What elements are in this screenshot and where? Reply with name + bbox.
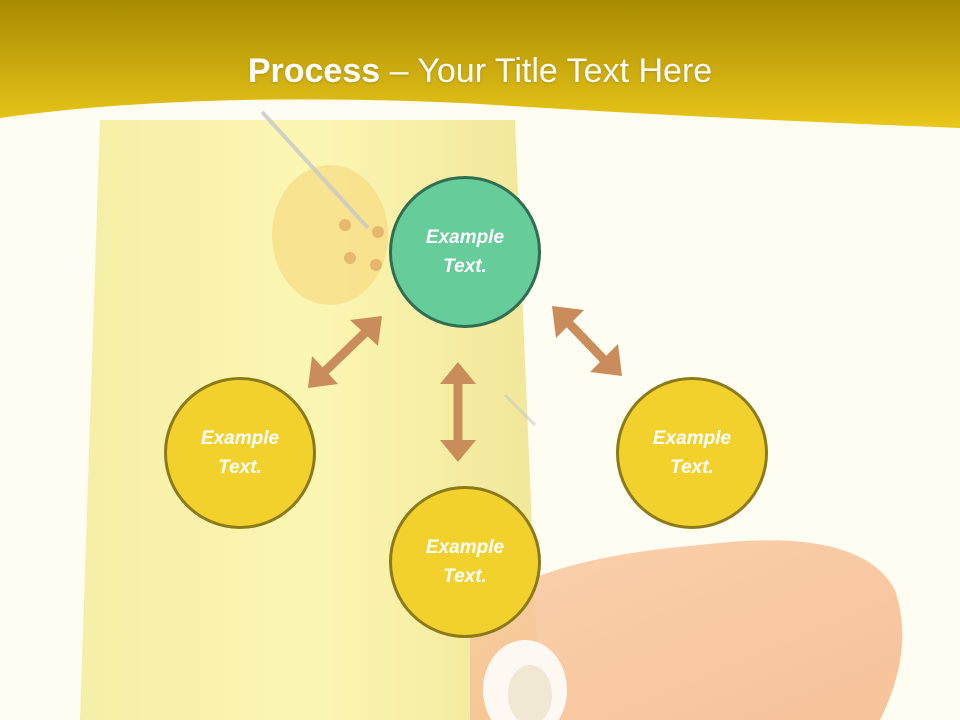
process-node-top: Example Text. bbox=[389, 176, 541, 328]
process-node-bottom: Example Text. bbox=[389, 486, 541, 638]
process-node-right: Example Text. bbox=[616, 377, 768, 529]
connector-top-left bbox=[308, 316, 382, 388]
connector-top-bottom bbox=[440, 362, 476, 462]
process-node-left: Example Text. bbox=[164, 377, 316, 529]
slide-title: Process – Your Title Text Here bbox=[0, 52, 960, 91]
node-label: Example Text. bbox=[200, 428, 280, 478]
orange-spool bbox=[470, 540, 903, 720]
header-band bbox=[0, 0, 960, 128]
node-label: Example Text. bbox=[425, 227, 505, 277]
title-bold: Process bbox=[247, 52, 381, 90]
button-shape bbox=[272, 165, 388, 305]
title-rest: – Your Title Text Here bbox=[380, 52, 713, 90]
needle-shape bbox=[260, 110, 370, 230]
connector-top-right bbox=[552, 306, 622, 376]
node-label: Example Text. bbox=[425, 537, 505, 587]
node-label: Example Text. bbox=[652, 428, 732, 478]
